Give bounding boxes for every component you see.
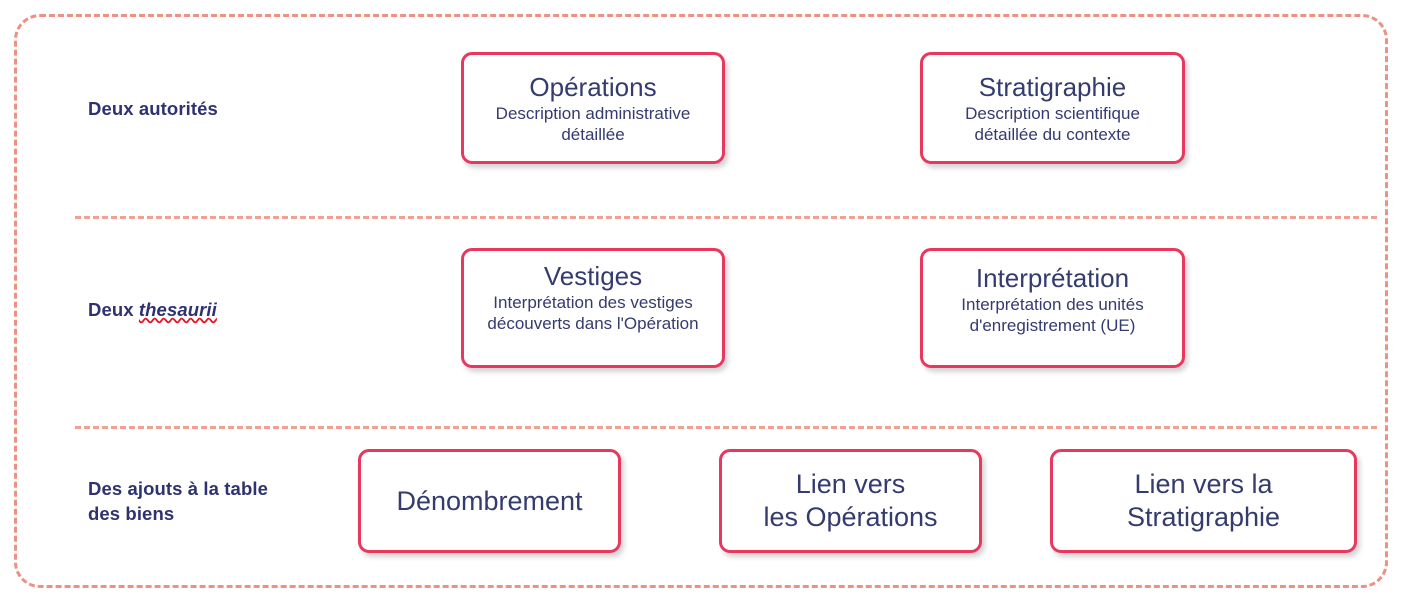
card-title: Interprétation (975, 263, 1130, 293)
card-lien-vers-la-stratigraphie[interactable]: Lien vers la Stratigraphie (1050, 449, 1357, 553)
card-lien-vers-les-operations[interactable]: Lien vers les Opérations (719, 449, 982, 553)
row-label-misspelled-word: thesaurii (138, 299, 217, 320)
card-description: Description administrative détaillée (495, 103, 691, 144)
row-divider-2 (75, 426, 1377, 429)
card-description: Interprétation des unités d'enregistreme… (961, 295, 1144, 335)
row-divider-1 (75, 216, 1377, 219)
row-label-text: Deux autorités (88, 98, 218, 119)
row-label-text: Des ajouts à la table des biens (88, 478, 268, 524)
card-denombrement[interactable]: Dénombrement (358, 449, 621, 553)
card-description: Description scientifique détaillée du co… (965, 103, 1140, 144)
card-interpretation[interactable]: Interprétation Interprétation des unités… (920, 248, 1185, 368)
card-vestiges[interactable]: Vestiges Interprétation des vestiges déc… (461, 248, 725, 368)
card-description: Interprétation des vestiges découverts d… (487, 293, 699, 333)
card-title: Vestiges (543, 261, 643, 291)
row-label-deux-thesaurii: Deux thesaurii (88, 297, 217, 322)
row-label-des-ajouts-table-des-biens: Des ajouts à la table des biens (88, 476, 288, 526)
row-label-deux-autorites: Deux autorités (88, 96, 218, 121)
card-title: Lien vers la Stratigraphie (1126, 469, 1281, 532)
card-stratigraphie[interactable]: Stratigraphie Description scientifique d… (920, 52, 1185, 164)
card-title: Lien vers les Opérations (763, 469, 938, 532)
card-title: Dénombrement (396, 485, 583, 516)
row-label-text: Deux (88, 299, 139, 320)
card-title: Opérations (529, 71, 657, 102)
card-title: Stratigraphie (978, 71, 1127, 102)
card-operations[interactable]: Opérations Description administrative dé… (461, 52, 725, 164)
